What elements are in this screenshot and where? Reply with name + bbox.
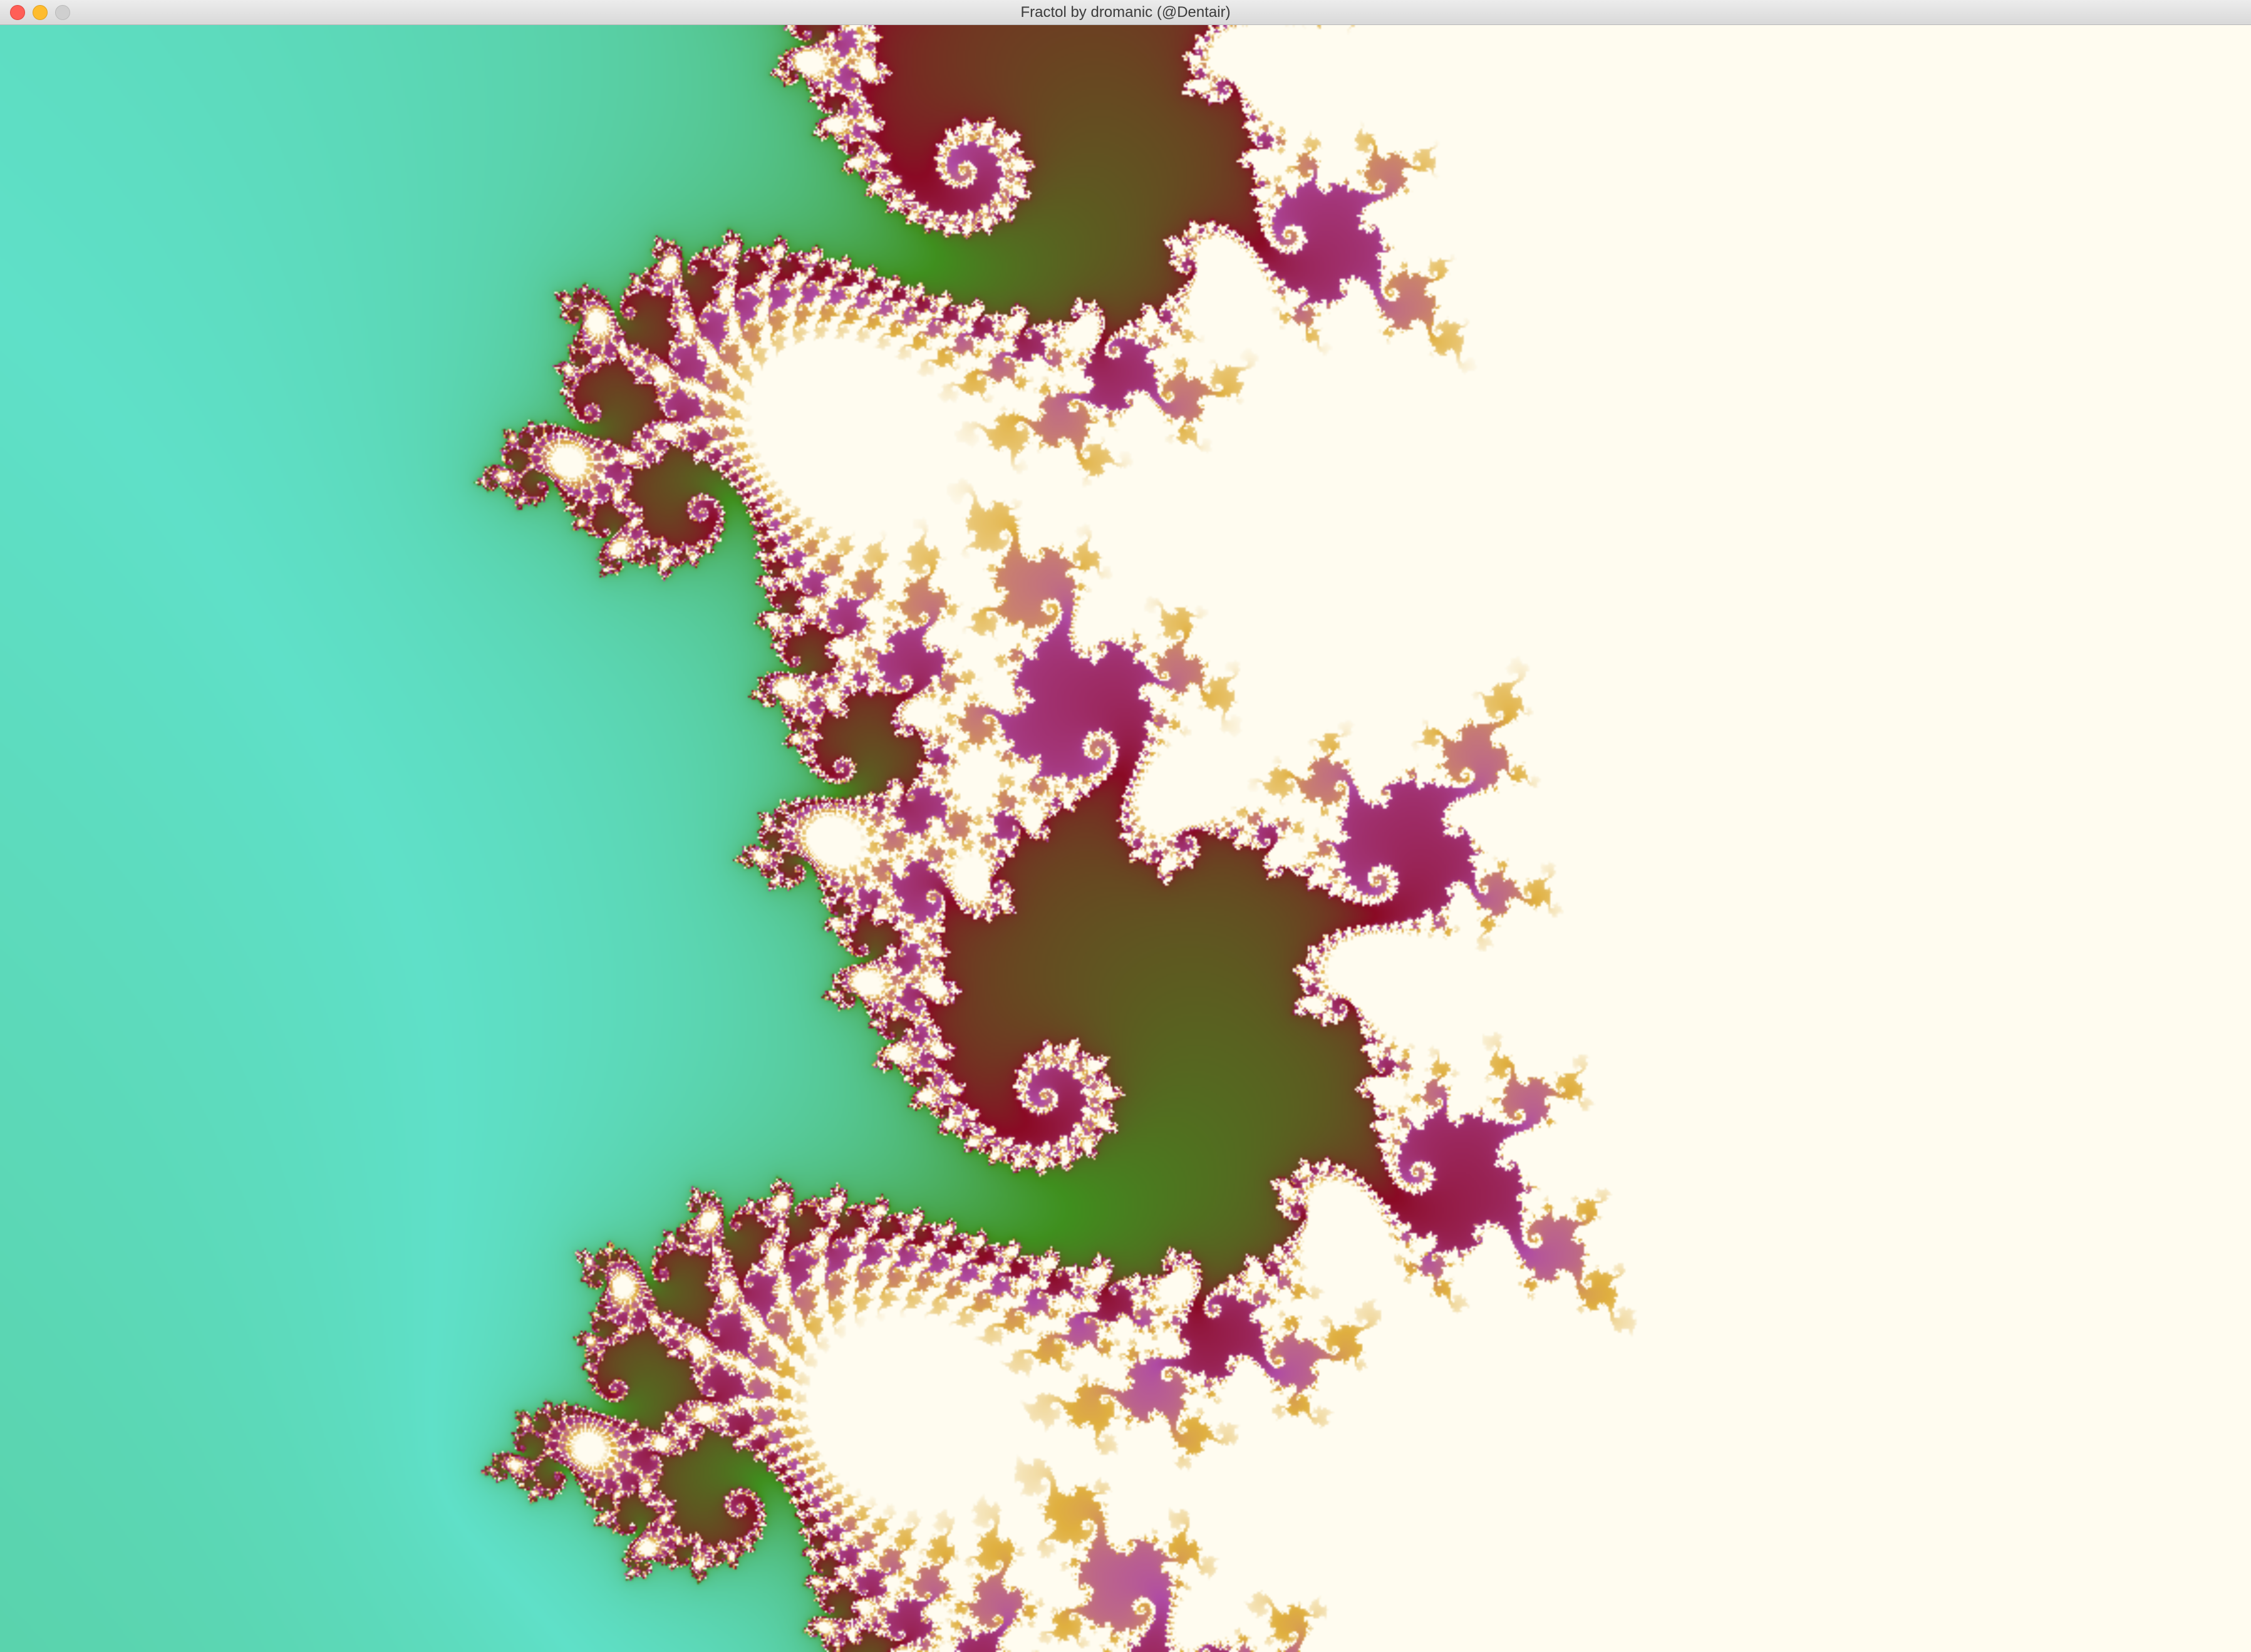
zoom-button[interactable] bbox=[55, 5, 70, 20]
fractal-canvas[interactable] bbox=[0, 25, 2251, 1652]
close-button[interactable] bbox=[10, 5, 25, 20]
window-title: Fractol by dromanic (@Dentair) bbox=[1020, 4, 1231, 21]
title-bar[interactable]: Fractol by dromanic (@Dentair) bbox=[0, 0, 2251, 25]
minimize-button[interactable] bbox=[33, 5, 48, 20]
